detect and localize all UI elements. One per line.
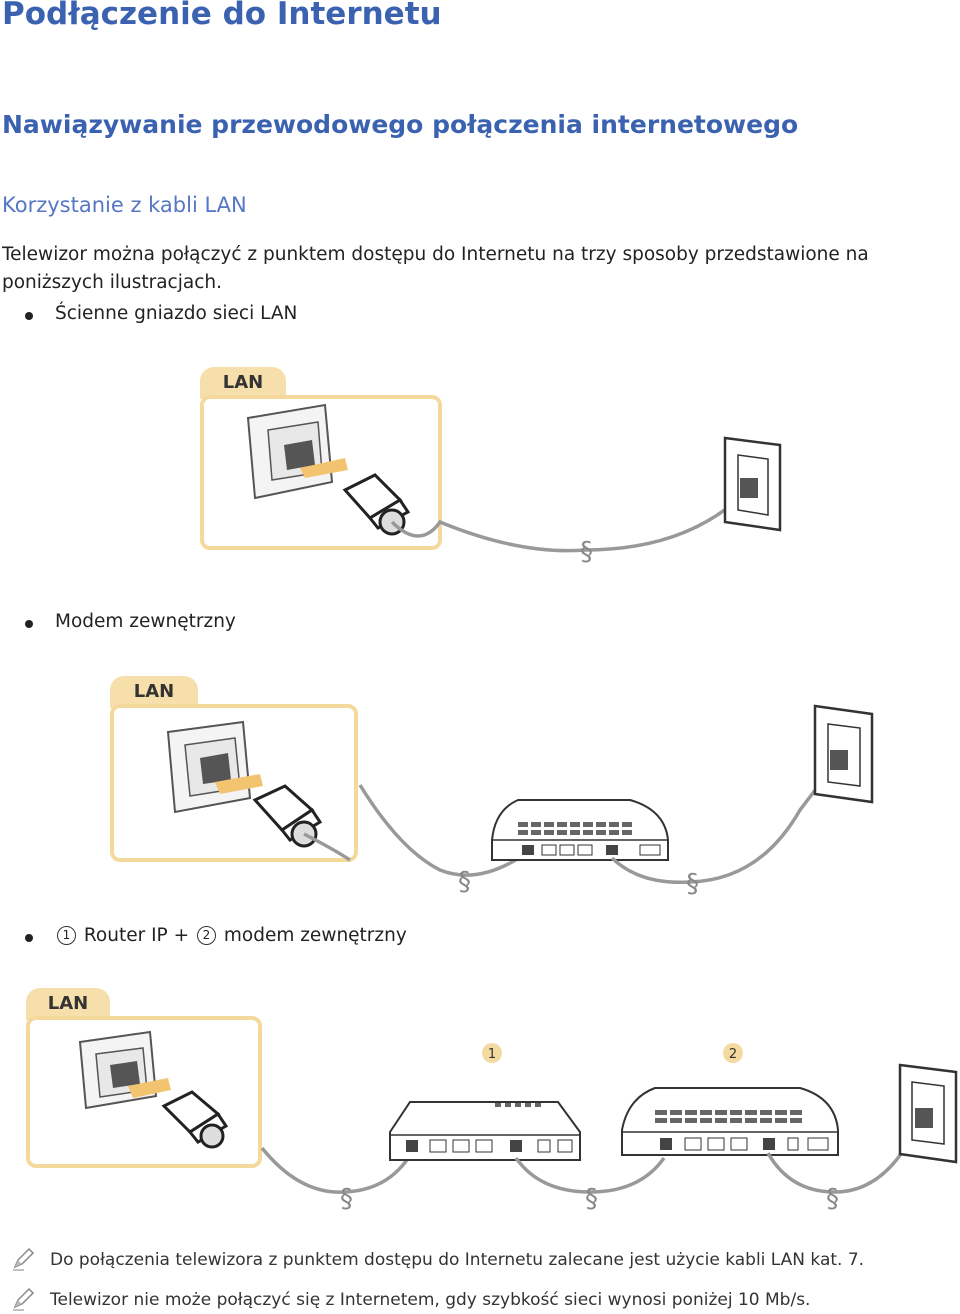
- intro-paragraph: Telewizor można połączyć z punktem dostę…: [2, 244, 869, 293]
- insert-arrow-icon: [215, 774, 263, 794]
- cable-break-icon: §: [826, 1184, 839, 1214]
- wall-socket-icon: [813, 704, 874, 804]
- modem-device-icon: [621, 1087, 839, 1156]
- cable-break-icon: §: [458, 867, 471, 897]
- bullet-dot: [25, 312, 33, 320]
- lan-cable-1: [303, 784, 530, 877]
- lan-plug-icon: [342, 473, 411, 536]
- lan-cable-2: [610, 766, 834, 885]
- bullet-dot: [25, 934, 33, 942]
- method-label-b: modem zewnętrzny: [223, 925, 407, 946]
- pencil-icon: [13, 1247, 35, 1271]
- device-number-1-badge: [482, 1043, 502, 1063]
- cable-break-icon: §: [580, 537, 593, 567]
- lan-tab: LAN: [110, 676, 198, 708]
- lan-plug-icon: [252, 784, 323, 848]
- lan-socket-closeup: [78, 1030, 158, 1110]
- note-2: Telewizor nie może połączyć się z Intern…: [50, 1290, 811, 1310]
- modem-device-icon: [491, 799, 669, 861]
- insert-arrow-icon: [300, 458, 348, 478]
- method-wall-lan-item: Ścienne gniazdo sieci LAN: [25, 303, 298, 324]
- wall-socket-icon: [898, 1063, 958, 1164]
- number-badge-2: 2: [196, 926, 216, 945]
- method-label: Ścienne gniazdo sieci LAN: [55, 303, 298, 324]
- cable-break-icon: §: [340, 1184, 353, 1214]
- device-number-2-badge: [723, 1043, 743, 1063]
- insert-arrow-icon: [128, 1078, 171, 1098]
- lan-tab: LAN: [26, 988, 110, 1020]
- lan-cable-3: [766, 1121, 922, 1194]
- device-number-1: 1: [488, 1047, 496, 1062]
- device-number-2: 2: [729, 1047, 737, 1062]
- lan-cable-2: [514, 1156, 666, 1194]
- lan-plug-icon: [161, 1090, 229, 1149]
- cable-break-icon: §: [686, 869, 699, 899]
- subsection-title: Korzystanie z kabli LAN: [2, 193, 247, 217]
- lan-socket-closeup: [166, 720, 252, 814]
- modem-illustration: § §: [166, 704, 874, 899]
- cable-break-icon: §: [585, 1184, 598, 1214]
- router-modem-illustration: § 1 § 2 §: [78, 1030, 958, 1214]
- lan-cable-1: [260, 1146, 414, 1194]
- lan-tab: LAN: [200, 367, 286, 399]
- number-badge-1: 1: [57, 926, 76, 945]
- method-external-modem-item: Modem zewnętrzny: [25, 611, 236, 632]
- method-router-modem-item: 1 Router IP + 2 modem zewnętrzny: [25, 925, 407, 946]
- method-label-a: Router IP +: [83, 925, 190, 946]
- router-device-icon: [389, 1101, 581, 1161]
- lan-cable: [390, 486, 752, 553]
- lan-socket-closeup: [246, 403, 334, 500]
- pencil-icon: [13, 1287, 35, 1311]
- page-title: Podłączenie do Internetu: [2, 0, 442, 32]
- wall-socket-icon: [723, 436, 782, 532]
- bullet-dot: [25, 620, 33, 628]
- note-1: Do połączenia telewizora z punktem dostę…: [50, 1250, 865, 1270]
- method-label: Modem zewnętrzny: [55, 611, 236, 632]
- section-title: Nawiązywanie przewodowego połączenia int…: [2, 110, 799, 139]
- wall-lan-illustration: §: [246, 403, 782, 567]
